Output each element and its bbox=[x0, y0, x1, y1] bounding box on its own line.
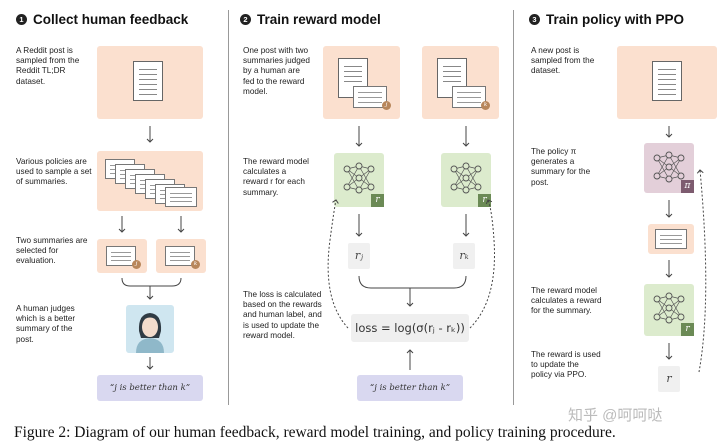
neural-network-icon bbox=[343, 162, 375, 194]
step2-reward-model-j: r bbox=[334, 153, 384, 207]
step1-post-panel bbox=[97, 46, 203, 119]
step3-reward: r bbox=[658, 366, 680, 392]
step2-reward-model-k: r bbox=[441, 153, 491, 207]
summary-j-badge: j bbox=[132, 260, 141, 269]
figure-caption: Figure 2: Diagram of our human feedback,… bbox=[14, 424, 616, 441]
watermark: 知乎 @呵呵哒 bbox=[568, 407, 663, 424]
step2-desc-3: The loss is calculated based on the rewa… bbox=[243, 290, 322, 340]
step2-desc-2: The reward model calculates a reward r f… bbox=[243, 157, 309, 197]
policy-label: π bbox=[681, 180, 694, 193]
step2-judgement: “j is better than k” bbox=[357, 375, 463, 401]
step3-reward-model-panel: r bbox=[644, 284, 694, 336]
step1-summary-k-panel: k bbox=[156, 239, 206, 273]
summary-card-icon bbox=[106, 246, 136, 266]
step2-badge-j: j bbox=[382, 101, 391, 110]
step1-summary-j-panel: j bbox=[97, 239, 147, 273]
divider-2 bbox=[513, 10, 514, 405]
step3-desc-1: A new post is sampled from the dataset. bbox=[531, 46, 595, 76]
human-judge-icon bbox=[126, 305, 174, 353]
reward-model-label: r bbox=[371, 194, 384, 207]
summary-card-icon bbox=[353, 86, 387, 108]
summary-card-icon bbox=[165, 187, 197, 207]
summary-k-badge: k bbox=[191, 260, 200, 269]
step2-post-k-panel: k bbox=[422, 46, 499, 119]
reward-j: rⱼ bbox=[348, 243, 370, 269]
step2-badge-k: k bbox=[481, 101, 490, 110]
step1-title: Collect human feedback bbox=[33, 12, 189, 27]
step3-post-panel bbox=[617, 46, 717, 119]
neural-network-icon bbox=[450, 162, 482, 194]
step1-heading: 1 Collect human feedback bbox=[16, 12, 188, 27]
step2-title: Train reward model bbox=[257, 12, 381, 27]
step3-heading: 3 Train policy with PPO bbox=[529, 12, 684, 27]
document-icon bbox=[652, 61, 682, 101]
step1-desc-4: A human judges which is a better summary… bbox=[16, 304, 76, 344]
step2-post-j-panel: j bbox=[323, 46, 400, 119]
summary-card-icon bbox=[452, 86, 486, 108]
step1-summaries-panel bbox=[97, 151, 203, 211]
summary-card-icon bbox=[165, 246, 195, 266]
merge-bracket bbox=[358, 275, 467, 289]
step3-desc-2: The policy π generates a summary for the… bbox=[531, 147, 591, 187]
step3-title: Train policy with PPO bbox=[546, 12, 685, 27]
reward-k: rₖ bbox=[453, 243, 475, 269]
step3-number: 3 bbox=[529, 14, 540, 25]
neural-network-icon bbox=[653, 151, 685, 183]
step1-desc-2: Various policies are used to sample a se… bbox=[16, 157, 92, 187]
summary-card-icon bbox=[655, 229, 687, 249]
step1-judgement: “j is better than k” bbox=[97, 375, 203, 401]
loss-formula: loss = log(σ(rⱼ - rₖ)) bbox=[351, 314, 469, 342]
step3-desc-4: The reward is used to update the policy … bbox=[531, 350, 601, 380]
step2-desc-1: One post with two summaries judged by a … bbox=[243, 46, 310, 96]
step1-desc-3: Two summaries are selected for evaluatio… bbox=[16, 236, 88, 266]
feedback-loop-arrow bbox=[469, 199, 495, 329]
step2-heading: 2 Train reward model bbox=[240, 12, 381, 27]
step3-policy-panel: π bbox=[644, 143, 694, 193]
feedback-loop-arrow bbox=[327, 199, 349, 329]
reward-model-label: r bbox=[681, 323, 694, 336]
step1-desc-1: A Reddit post is sampled from the Reddit… bbox=[16, 46, 80, 86]
step3-desc-3: The reward model calculates a reward for… bbox=[531, 286, 602, 316]
step1-number: 1 bbox=[16, 14, 27, 25]
divider-1 bbox=[228, 10, 229, 405]
step3-summary-panel bbox=[648, 224, 694, 254]
step2-number: 2 bbox=[240, 14, 251, 25]
document-icon bbox=[133, 61, 163, 101]
neural-network-icon bbox=[653, 292, 685, 324]
feedback-loop-arrow bbox=[696, 169, 707, 373]
merge-bracket bbox=[121, 277, 182, 287]
